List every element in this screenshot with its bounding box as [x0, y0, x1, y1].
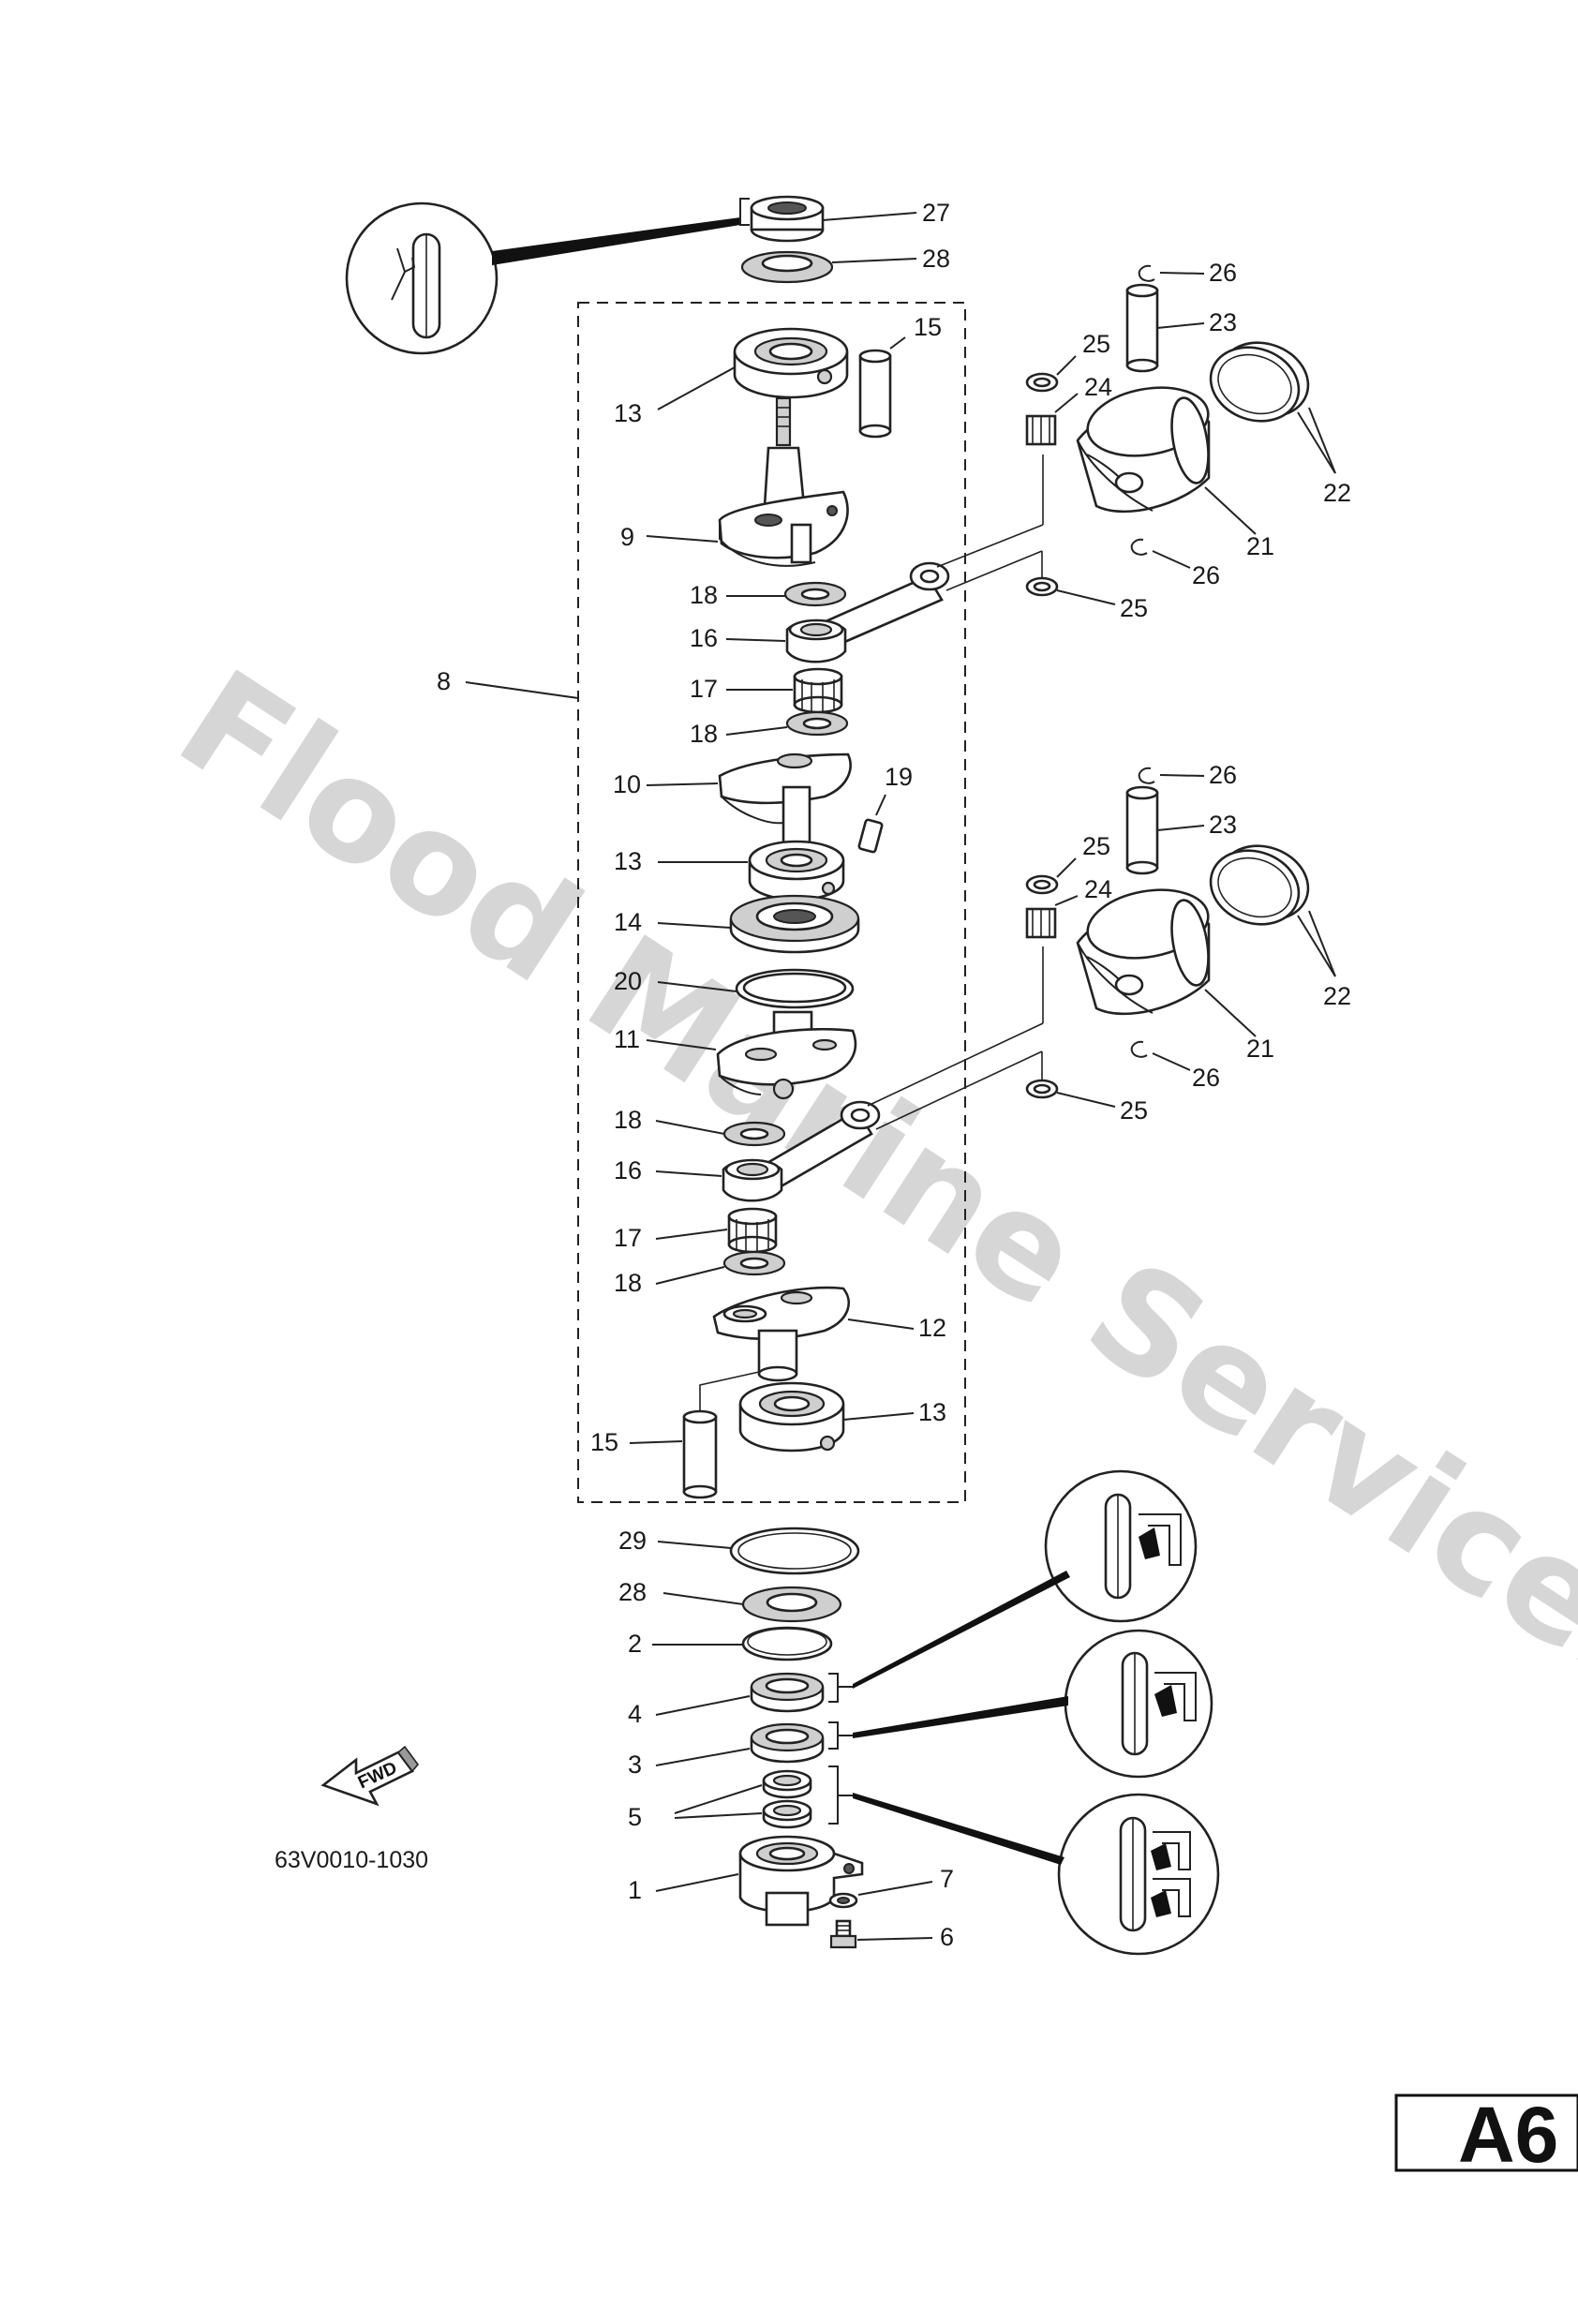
callout-22-b: 22 [1323, 982, 1351, 1010]
callout-25-c: 25 [1082, 832, 1110, 860]
crankshaft-assembly-box [577, 302, 966, 1503]
callout-21-a: 21 [1246, 532, 1274, 560]
page-code: A6 [1458, 2091, 1558, 2179]
callout-13-top: 13 [614, 399, 642, 427]
part-17-needle-bearing-a [793, 667, 843, 714]
part-12-crank-web-bottom [712, 1286, 850, 1382]
callout-12: 12 [918, 1314, 946, 1342]
callout-1: 1 [628, 1876, 642, 1904]
callout-28-bottom: 28 [618, 1578, 647, 1606]
part-3-oil-seal [750, 1721, 853, 1764]
callout-3: 3 [628, 1750, 642, 1779]
callout-26-d: 26 [1192, 1064, 1220, 1092]
part-18-thrust-washer-b [785, 710, 849, 737]
callout-14: 14 [614, 908, 642, 936]
callout-19: 19 [885, 763, 913, 791]
part-18-thrust-washer-c [722, 1121, 786, 1147]
part-7-washer [828, 1892, 858, 1909]
part-16-connecting-rod-lower [722, 1100, 881, 1202]
part-28-washer-top [740, 250, 834, 284]
callout-25-d: 25 [1120, 1096, 1148, 1125]
callout-18-b: 18 [690, 720, 718, 748]
part-27-oil-seal [739, 195, 825, 243]
watermark: Flood Marine Services [152, 640, 1578, 1731]
callout-4: 4 [628, 1700, 642, 1728]
part-18-thrust-washer-a [783, 581, 847, 607]
part-1-bearing-housing [738, 1835, 864, 1927]
part-13-bearing-bottom [738, 1381, 845, 1452]
callout-11: 11 [614, 1025, 640, 1053]
fwd-arrow-icon: FWD [320, 1745, 420, 1807]
part-4-oil-seal [750, 1672, 853, 1713]
detail-circle-oil-seal-4 [853, 1469, 1198, 1689]
page-code-box: A6 [1394, 2091, 1578, 2179]
callout-22-a: 22 [1323, 479, 1351, 507]
double-oil-seal-icon [1151, 1831, 1191, 1917]
callout-28: 28 [922, 245, 950, 273]
callout-16-b: 16 [614, 1156, 642, 1184]
part-19-pin [857, 794, 886, 854]
grease-icon [391, 247, 416, 301]
part-11-crank-web-lower [716, 1010, 857, 1100]
callout-18-a: 18 [690, 581, 718, 609]
callout-23-a: 23 [1209, 308, 1237, 336]
callout-18-c: 18 [614, 1106, 642, 1134]
diagram-code: 63V0010-1030 [275, 1847, 428, 1873]
part-14-oil-seal-housing [729, 894, 860, 954]
callout-24-b: 24 [1084, 875, 1112, 903]
callout-17-b: 17 [614, 1224, 642, 1252]
callout-18-d: 18 [614, 1269, 642, 1297]
watermark-text: Flood Marine Services [152, 640, 1578, 1731]
part-13-bearing-middle [748, 840, 845, 901]
callout-17-a: 17 [690, 675, 718, 703]
oil-seal-lip-icon [1154, 1672, 1197, 1721]
part-5-oil-seals [762, 1765, 853, 1829]
callout-29: 29 [618, 1527, 647, 1555]
top-grease-detail [345, 201, 740, 355]
callout-20: 20 [614, 967, 642, 995]
callout-5: 5 [628, 1803, 642, 1831]
callout-26-a: 26 [1209, 259, 1237, 287]
detail-circle-double-seal-5 [853, 1793, 1220, 1956]
callout-24-a: 24 [1084, 373, 1112, 401]
callout-6: 6 [940, 1923, 954, 1951]
part-15-dowel-top [858, 349, 892, 439]
callout-27: 27 [922, 199, 950, 227]
part-13-bearing-top [733, 327, 849, 399]
callout-26-c: 26 [1209, 761, 1237, 789]
part-17-needle-bearing-b [727, 1207, 778, 1254]
part-29-gasket [729, 1527, 860, 1575]
callout-8: 8 [437, 667, 451, 695]
callout-15-bottom: 15 [590, 1428, 618, 1456]
callout-9: 9 [620, 523, 634, 551]
callout-25-a: 25 [1082, 330, 1110, 358]
callout-10: 10 [613, 770, 641, 798]
callout-2: 2 [628, 1630, 642, 1658]
part-2-o-ring [741, 1626, 833, 1661]
part-20-o-ring [735, 968, 855, 1009]
part-18-thrust-washer-d [722, 1250, 786, 1276]
callout-13-bottom: 13 [918, 1398, 946, 1426]
lower-piston-set [867, 767, 1336, 1130]
upper-piston-set [936, 264, 1336, 605]
callout-16-a: 16 [690, 624, 718, 652]
oil-seal-lip-icon [1139, 1513, 1182, 1566]
part-6-bolt [829, 1919, 857, 1949]
part-28-washer-bottom [741, 1586, 842, 1623]
callout-13-middle: 13 [614, 847, 642, 875]
callout-26-b: 26 [1192, 561, 1220, 589]
callout-21-b: 21 [1246, 1035, 1274, 1063]
part-10-crank-web-middle [718, 752, 852, 855]
callout-15-top: 15 [914, 313, 942, 341]
part-16-connecting-rod-upper [785, 561, 950, 663]
part-9-crank-web-upper [718, 396, 849, 567]
callout-23-b: 23 [1209, 811, 1237, 839]
detail-circle-oil-seal-3 [853, 1629, 1213, 1779]
callout-7: 7 [940, 1865, 954, 1893]
part-15-dowel-bottom [682, 1371, 760, 1499]
callout-25-b: 25 [1120, 594, 1148, 622]
